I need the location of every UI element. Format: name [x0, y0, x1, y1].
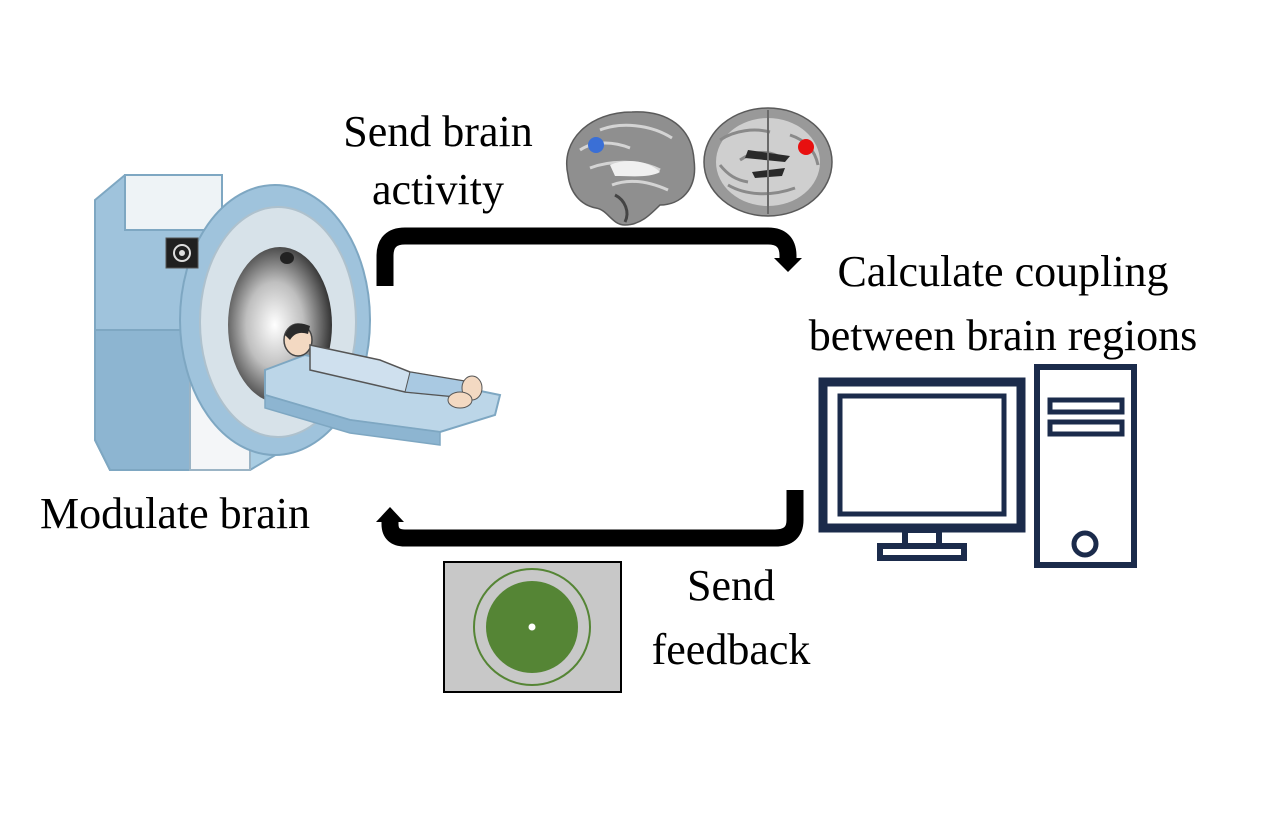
modulate-brain-label: Modulate brain [40, 489, 311, 538]
send-feedback-arrow [376, 490, 804, 547]
send-feedback-label: Send feedback [630, 556, 832, 680]
roi-red-marker [798, 139, 814, 155]
send-brain-activity-label: Send brain activity [318, 102, 558, 220]
desktop-computer-icon [818, 364, 1137, 568]
axial-brain-icon [703, 107, 833, 217]
calculate-coupling-line2: between brain regions [808, 311, 1198, 360]
sagittal-brain-icon [565, 111, 696, 226]
send-activity-arrow [376, 227, 802, 286]
send-feedback-line2: feedback [651, 625, 811, 674]
calculate-coupling-line1: Calculate coupling [837, 247, 1169, 296]
roi-blue-marker [588, 137, 604, 153]
calculate-coupling-label: Calculate coupling between brain regions [770, 242, 1236, 366]
feedback-display-icon [443, 561, 622, 693]
send-feedback-line1: Send [687, 561, 775, 610]
send-brain-activity-line2: activity [372, 165, 504, 214]
send-brain-activity-line1: Send brain [343, 107, 533, 156]
mri-scanner-icon [94, 174, 502, 472]
